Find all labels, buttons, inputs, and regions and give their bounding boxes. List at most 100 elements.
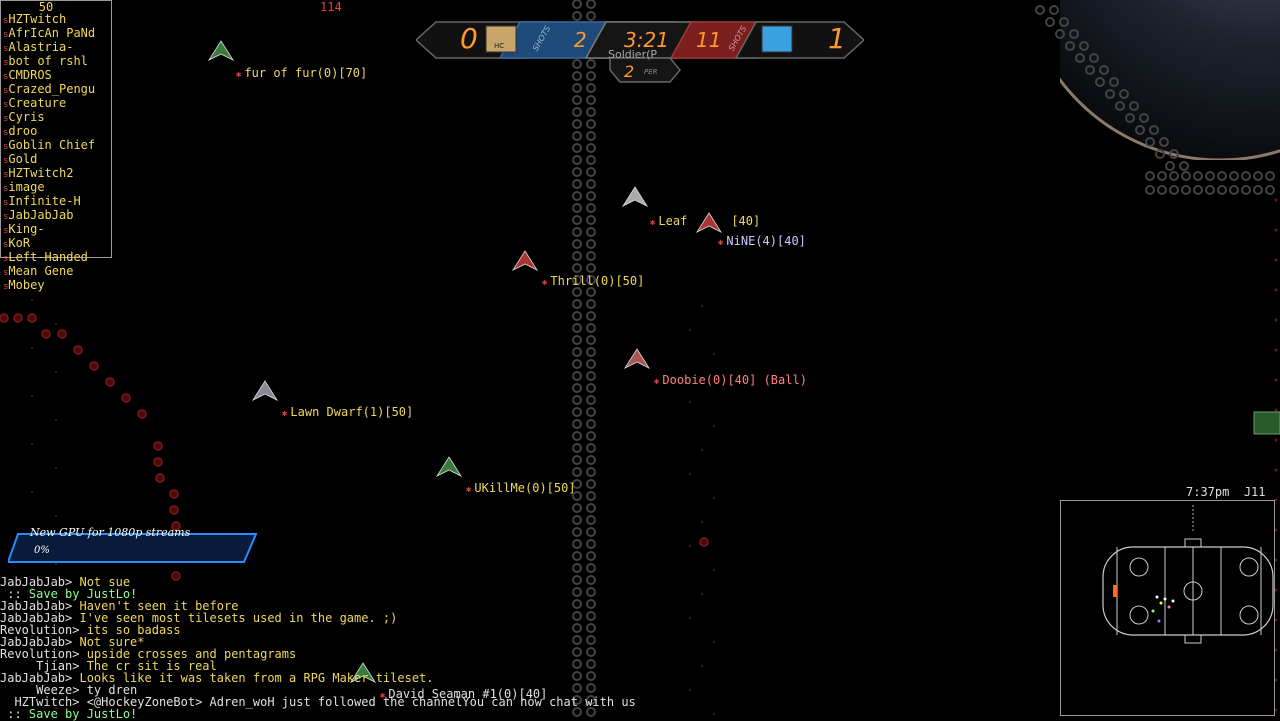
ship-icon — [512, 250, 538, 271]
ship-icon — [350, 662, 376, 683]
team-flag-icon: ✱ — [718, 238, 724, 248]
player-list-item[interactable]: simage — [1, 181, 111, 195]
chat-line: JabJabJab> Looks like it was taken from … — [0, 672, 434, 684]
ship-name: Leaf — [658, 214, 688, 228]
chat-message: Save by JustLo! — [28, 587, 138, 601]
chat-line: JabJabJab> Haven't seen it before — [0, 600, 238, 612]
player-name: Crazed_Pengu — [8, 82, 96, 96]
chat-line: Revolution> upside crosses and pentagram… — [0, 648, 296, 660]
player-name: King- — [8, 222, 45, 236]
player-flag-icon: s — [3, 114, 9, 124]
player-list-item[interactable]: sGoblin Chief — [1, 139, 111, 153]
chat-message: ty dren — [86, 683, 138, 697]
team-flag-icon: ✱ — [542, 278, 548, 288]
chat-sender: JabJabJab> — [0, 671, 80, 685]
player-flag-icon: s — [3, 100, 9, 110]
chat-message: its so badass — [86, 623, 181, 637]
player-list-item[interactable]: sbot of rshl — [1, 55, 111, 69]
top-stat: 114 — [320, 0, 342, 14]
ship-label[interactable]: ✱Lawn Dwarf(1)[50] — [282, 405, 413, 419]
player-list-item[interactable]: sLeft-Handed — [1, 251, 111, 265]
clock-readout: 7:37pm J11 — [1186, 485, 1266, 499]
player-name: Left-Handed — [8, 250, 88, 264]
player-name: Alastria- — [8, 40, 74, 54]
left-shots: 2 — [574, 28, 587, 52]
left-score: 0 — [460, 22, 478, 55]
team-flag-icon: ✱ — [282, 409, 288, 419]
ship-name: Thrill(0)[50] — [550, 274, 645, 288]
chat-message: Haven't seen it before — [79, 599, 239, 613]
chat-message: I've seen most tilesets used in the game… — [79, 611, 398, 625]
home-tag: HC — [494, 42, 505, 50]
player-count: 50 — [38, 0, 54, 14]
player-list-item[interactable]: sAfrIcAn PaNd — [1, 27, 111, 41]
player-flag-icon: s — [3, 170, 9, 180]
player-name: Mean Gene — [8, 264, 74, 278]
ship-name: UKillMe(0)[50] — [474, 481, 576, 495]
player-list-item[interactable]: sInfinite-H — [1, 195, 111, 209]
team-flag-icon: ✱ — [466, 485, 472, 495]
chat-line: Revolution> its so badass — [0, 624, 181, 636]
player-flag-icon: s — [3, 268, 9, 278]
minimap-rink — [1102, 505, 1274, 644]
team-flag-icon: ✱ — [650, 218, 656, 228]
ship-label[interactable]: ✱Leaf[40] — [650, 214, 760, 228]
chat-message: Looks like it was taken from a RPG Maker… — [79, 671, 434, 685]
game-clock: 3:21 — [624, 28, 669, 52]
chat-sender: JabJabJab> — [0, 635, 80, 649]
player-list-item[interactable]: sKoR — [1, 237, 111, 251]
chat-line: JabJabJab> I've seen most tilesets used … — [0, 612, 397, 624]
player-flag-icon: s — [3, 142, 9, 152]
player-name: HZTwitch2 — [8, 166, 74, 180]
player-list-item[interactable]: sHZTwitch — [1, 13, 111, 27]
player-list-item[interactable]: sMobey — [1, 279, 111, 293]
player-list-item[interactable]: sCyris — [1, 111, 111, 125]
chat-sender: Tjian> — [0, 659, 87, 673]
chat-sender: Weeze> — [0, 683, 87, 697]
minimap[interactable] — [1060, 500, 1275, 716]
player-name: HZTwitch — [8, 12, 67, 26]
right-shots: 11 — [696, 28, 722, 52]
chat-message: Not sure* — [79, 635, 145, 649]
banner-progress: 0% — [34, 545, 50, 556]
right-score: 1 — [828, 22, 846, 55]
ship-label[interactable]: ✱David Seaman #1(0)[40] — [380, 687, 547, 701]
chat-line: JabJabJab> Not sue — [0, 576, 130, 588]
chat-message: Save by JustLo! — [28, 707, 138, 721]
chat-sender: Revolution> — [0, 647, 87, 661]
player-flag-icon: s — [3, 44, 9, 54]
chat-sender: :: — [0, 587, 29, 601]
player-list-item[interactable]: sHZTwitch2 — [1, 167, 111, 181]
chat-sender: JabJabJab> — [0, 575, 80, 589]
chat-sender: JabJabJab> — [0, 611, 80, 625]
player-name: image — [8, 180, 45, 194]
player-name: Creature — [8, 96, 67, 110]
scoreboard-frame — [416, 21, 864, 83]
player-list-item[interactable]: sMean Gene — [1, 265, 111, 279]
ship-label[interactable]: ✱UKillMe(0)[50] — [466, 481, 576, 495]
player-list-item[interactable]: sdroo — [1, 125, 111, 139]
ship-icon — [696, 212, 722, 233]
player-list-item[interactable]: sGold — [1, 153, 111, 167]
ship-label[interactable]: ✱fur of fur(0)[70] — [236, 66, 367, 80]
player-list-item[interactable]: sKing- — [1, 223, 111, 237]
player-flag-icon: s — [3, 72, 9, 82]
chat-line: Weeze> ty dren — [0, 684, 137, 696]
chat-sender: :: — [0, 707, 29, 721]
ship-icon — [624, 348, 650, 369]
player-list-item[interactable]: sAlastria- — [1, 41, 111, 55]
player-name: KoR — [8, 236, 31, 250]
player-flag-icon: s — [3, 30, 9, 40]
player-list-item[interactable]: sJabJabJab — [1, 209, 111, 223]
player-name: Cyris — [8, 110, 45, 124]
player-list-item[interactable]: sCreature — [1, 97, 111, 111]
ship-label[interactable]: ✱Doobie(0)[40] (Ball) — [654, 373, 807, 387]
ship-label[interactable]: ✱NiNE(4)[40] — [718, 234, 806, 248]
player-list-item[interactable]: sCrazed_Pengu — [1, 83, 111, 97]
player-flag-icon: s — [3, 184, 9, 194]
ship-label[interactable]: ✱Thrill(0)[50] — [542, 274, 644, 288]
chat-line: Tjian> The cr sit is real — [0, 660, 217, 672]
player-list-item[interactable]: sCMDROS — [1, 69, 111, 83]
clock-time: 7:37pm — [1186, 485, 1230, 499]
player-flag-icon: s — [3, 58, 9, 68]
